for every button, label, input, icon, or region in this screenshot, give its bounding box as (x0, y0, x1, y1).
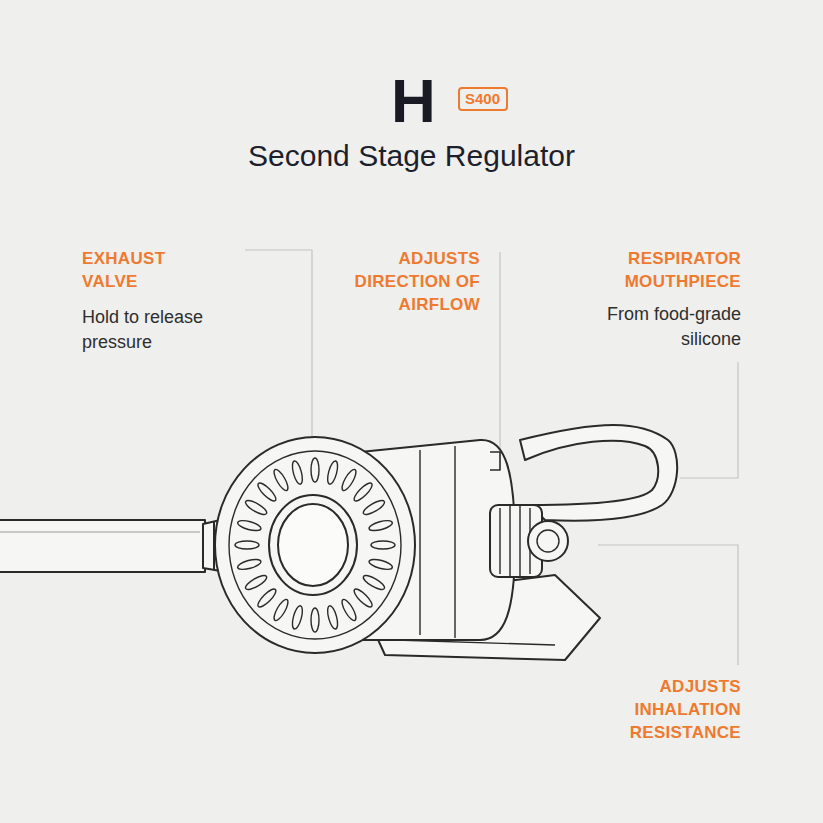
callout-heading: EXHAUST VALVE (82, 247, 187, 293)
callout-heading: ADJUSTS DIRECTION OF AIRFLOW (330, 247, 480, 316)
cover-slot (362, 573, 387, 592)
title: Second Stage Regulator (0, 137, 823, 175)
knob-ridges (500, 506, 530, 576)
mouthpiece (520, 425, 677, 521)
cover-slot (244, 573, 269, 592)
callout-heading: RESPIRATOR MOUTHPIECE (596, 247, 741, 293)
cover-slots (235, 458, 395, 632)
cover-slot (352, 587, 375, 610)
cover-slot (362, 498, 387, 517)
hose (0, 520, 205, 572)
cover-slot (311, 458, 319, 482)
knob-cap (528, 521, 568, 561)
airflow-lever (490, 452, 500, 470)
cover-slot (368, 557, 393, 571)
cover-slot (256, 481, 279, 504)
cover-slot (237, 557, 262, 571)
cover-slot (326, 460, 340, 485)
cover-slot (290, 460, 304, 485)
body-ridges (420, 446, 455, 638)
callout-heading: ADJUSTS INHALATION RESISTANCE (596, 675, 741, 744)
cover-slot (340, 468, 359, 493)
front-cover (215, 437, 415, 653)
callout-note: From food-grade silicone (566, 302, 741, 352)
leader-line (680, 362, 738, 478)
brand-letter: H (391, 68, 436, 134)
leader-line (598, 545, 738, 665)
badge-text: S400 (460, 89, 506, 109)
hose-highlight (0, 532, 200, 533)
cover-slot (340, 598, 359, 623)
cover-slot (371, 541, 395, 549)
callout-note: Hold to release pressure (82, 305, 252, 355)
cover-slot (244, 498, 269, 517)
cover-slot (256, 587, 279, 610)
cover-slot (290, 605, 304, 630)
exhaust-button (278, 504, 348, 586)
cover-slot (237, 519, 262, 533)
regulator-drawing (0, 425, 677, 660)
leader-line (499, 252, 500, 470)
exhaust-button-ring (269, 495, 357, 595)
cover-slot (272, 468, 291, 493)
cover-slot (235, 541, 259, 549)
cover-slot (272, 598, 291, 623)
model-badge: S400 (458, 87, 508, 111)
cover-slot (326, 605, 340, 630)
cover-rim (229, 451, 401, 639)
knob-center (537, 530, 559, 552)
cover-slot (311, 608, 319, 632)
cover-slot (352, 481, 375, 504)
cover-slot (368, 519, 393, 533)
